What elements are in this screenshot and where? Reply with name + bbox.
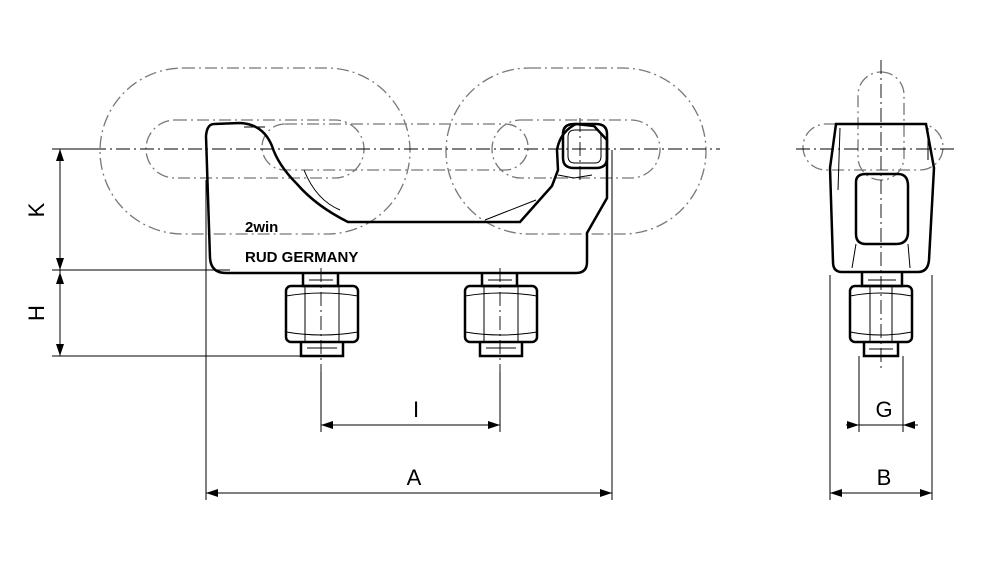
- bolt-nut-right: [463, 273, 539, 358]
- dimension-k: K: [24, 148, 230, 271]
- clamp-body-front: 2win RUD GERMANY: [204, 121, 609, 275]
- center-lines: [92, 60, 955, 372]
- dimension-label-a: A: [407, 465, 422, 490]
- marking-2win: 2win: [245, 219, 278, 236]
- dimension-label-h: H: [24, 305, 49, 321]
- dimension-a: A: [205, 150, 613, 500]
- dimension-g: G: [846, 356, 918, 432]
- dimension-label-i: I: [413, 397, 419, 422]
- chain-links-phantom: [99, 67, 944, 235]
- bolt-nut-left: [284, 273, 360, 358]
- dimension-label-b: B: [877, 465, 892, 490]
- dimension-b: B: [829, 275, 933, 500]
- marking-rud-germany: RUD GERMANY: [245, 249, 358, 266]
- dimension-label-g: G: [875, 397, 892, 422]
- dimension-i: I: [320, 372, 501, 432]
- bolt-nut-side: [848, 272, 914, 358]
- dimension-h: H: [24, 270, 305, 357]
- dimension-label-k: K: [24, 202, 49, 217]
- pin-section: [561, 122, 609, 170]
- clamp-body-side: [828, 122, 936, 274]
